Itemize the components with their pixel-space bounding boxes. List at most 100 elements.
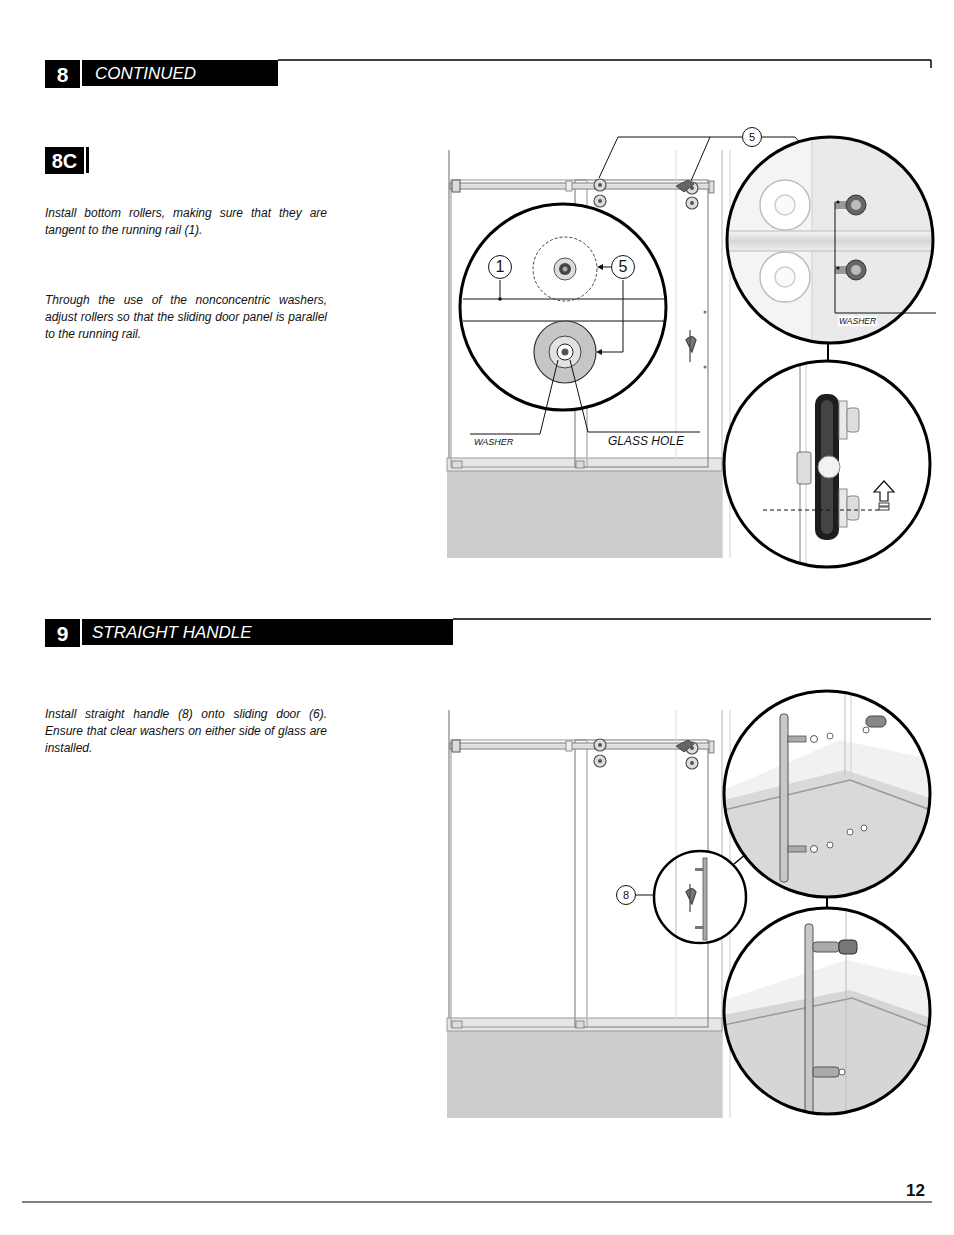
- rule-lines-part: [930, 60, 932, 68]
- section-title: STRAIGHT HANDLE: [82, 619, 453, 645]
- roller-detail-zoom-part: [534, 321, 596, 383]
- bottom-roller-zoom-part: [724, 361, 930, 567]
- top-roller-zoom: [727, 137, 936, 362]
- bottom-roller-zoom-part: [763, 361, 894, 567]
- heading-text: CONTINUED: [95, 65, 196, 82]
- callout-number: 5: [742, 127, 762, 147]
- section-title: CONTINUED: [82, 60, 278, 86]
- handle-detail-upper: [724, 691, 936, 900]
- handle-zoom-part: [636, 895, 654, 896]
- roller-detail-zoom-part: [563, 267, 568, 272]
- section-number: 9: [45, 619, 80, 647]
- roller-detail-zoom-part: [557, 344, 573, 360]
- handle-zoom-part-part: [686, 884, 696, 912]
- top-roller-zoom-part-part: [727, 231, 933, 251]
- shower-enclosure-part: [686, 330, 696, 362]
- heading-text: STRAIGHT HANDLE: [92, 624, 252, 641]
- top-roller-zoom-part-part: [846, 260, 866, 280]
- top-roller-zoom-part: [727, 137, 933, 343]
- handle-zoom-part: [676, 851, 707, 943]
- bottom-roller-zoom-part-part: [879, 507, 889, 510]
- bottom-roller-zoom-part-part: [847, 496, 859, 520]
- callout-number: 1: [488, 255, 512, 279]
- instruction-text: Through the use of the nonconcentric was…: [45, 292, 327, 343]
- handle-detail-upper-part-part: [847, 829, 853, 835]
- top-roller-zoom-part-part: [851, 265, 861, 275]
- top-roller-zoom-part: [837, 201, 840, 204]
- handle-detail-upper-part: [724, 691, 930, 897]
- top-roller-zoom-part-part: [760, 180, 810, 230]
- handle-detail-lower-part: [724, 908, 936, 1120]
- handle-detail-lower-part-part: [839, 940, 857, 954]
- instruction-text: Install bottom rollers, making sure that…: [45, 205, 327, 239]
- handle-detail-lower-part-part: [805, 924, 813, 1114]
- callout-leaders-part: [599, 137, 742, 178]
- washer-leaders: [470, 360, 700, 434]
- handle-detail-upper-part-part: [811, 736, 818, 743]
- bottom-roller-zoom-part: [724, 361, 930, 567]
- handle-zoom-part: [654, 851, 746, 943]
- bottom-roller-zoom-part-part: [874, 481, 894, 501]
- washer-leaders-part: [570, 360, 700, 432]
- roller-detail-zoom: [460, 204, 666, 410]
- shower-enclosure-part: [704, 366, 707, 369]
- heading-text: 9: [57, 623, 69, 644]
- handle-detail-lower: [724, 908, 936, 1120]
- callout-text: 5: [749, 132, 755, 143]
- handle-detail-upper-part-part: [780, 714, 788, 882]
- part-label: WASHER: [473, 437, 514, 447]
- instruction-text: Install straight handle (8) onto sliding…: [45, 706, 327, 757]
- heading-text: 8: [57, 64, 69, 85]
- bottom-roller-zoom-part-part: [839, 489, 847, 527]
- callout-number: 8: [616, 885, 636, 905]
- handle-detail-upper-part-part: [845, 691, 846, 775]
- shower-enclosure-part: [704, 311, 707, 314]
- handle-detail-upper-part-part: [863, 727, 869, 733]
- handle-detail-upper-part-part: [851, 691, 852, 780]
- bottom-roller-zoom-part-part: [797, 452, 811, 484]
- handle-detail-upper-part-part: [724, 780, 936, 812]
- callout-text: 1: [496, 259, 505, 275]
- roller-detail-zoom-part: [554, 258, 576, 280]
- roller-detail-zoom-part: [559, 263, 571, 275]
- handle-detail-upper-part-part: [788, 736, 806, 742]
- handle-detail-lower-part-part: [724, 960, 936, 1120]
- handle-detail-lower-part: [724, 908, 930, 1114]
- handle-detail-upper-part-part: [827, 842, 833, 848]
- handle-zoom-part: [654, 851, 746, 943]
- bottom-roller-zoom-part-part: [879, 503, 889, 506]
- roller-detail-zoom-part: [596, 349, 602, 355]
- part-label: GLASS HOLE: [607, 434, 685, 448]
- callout-leaders-part: [691, 137, 710, 181]
- callout-text: 8: [623, 890, 629, 901]
- handle-zoom-part-part: [695, 868, 704, 871]
- step-label: 8C: [45, 147, 84, 174]
- handle-detail-upper-part-part: [827, 733, 833, 739]
- roller-detail-zoom-part: [500, 280, 501, 298]
- top-roller-zoom-part: [727, 137, 933, 343]
- rule-lines-part: [278, 59, 931, 61]
- top-roller-zoom-part-part: [727, 137, 933, 343]
- handle-detail-upper-part-part: [866, 716, 886, 727]
- roller-detail-zoom-part: [463, 299, 664, 300]
- rule-lines-part: [22, 1202, 932, 1203]
- handle-detail-upper-part-part: [861, 825, 867, 831]
- roller-detail-zoom-part: [598, 280, 623, 352]
- handle-detail-upper-part-part: [788, 846, 806, 852]
- top-roller-zoom-part: [835, 202, 936, 313]
- section-number: 8: [45, 60, 80, 88]
- bottom-roller-zoom-part-part: [815, 394, 839, 540]
- shower-enclosure-part: [447, 150, 730, 558]
- part-label: WASHER: [838, 316, 877, 326]
- top-roller-zoom-part-part: [775, 195, 795, 215]
- top-roller-zoom-part-part: [846, 195, 866, 215]
- handle-detail-lower-part-part: [724, 998, 936, 1030]
- page-number: 12: [906, 1181, 925, 1201]
- handle-detail-lower-part-part: [846, 908, 847, 1114]
- handle-zoom-part-part: [676, 851, 677, 943]
- bottom-roller-zoom-part-part: [847, 408, 859, 432]
- roller-detail-zoom-part: [562, 349, 569, 356]
